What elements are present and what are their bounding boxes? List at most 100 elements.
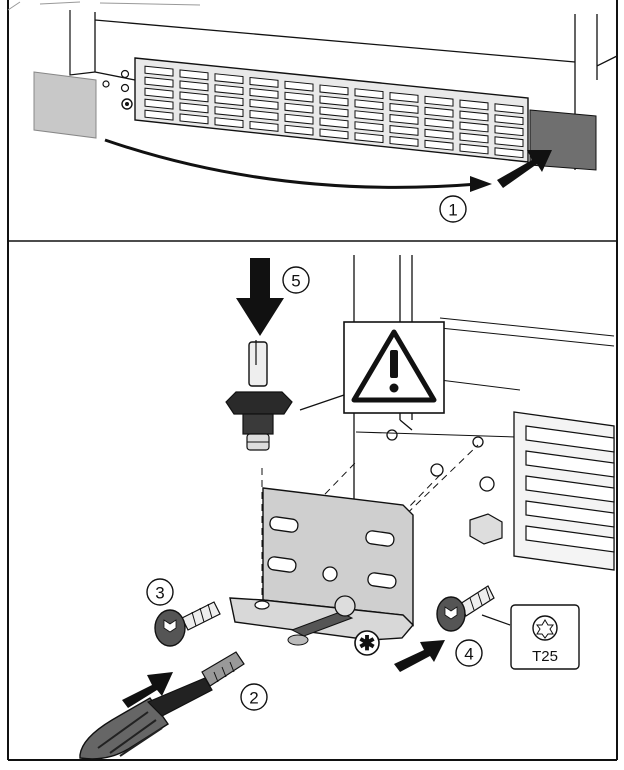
grille-slot bbox=[179, 69, 209, 81]
grille-slot bbox=[249, 109, 279, 121]
grille-slot bbox=[424, 106, 454, 118]
grille-slot bbox=[319, 106, 349, 118]
special-marker: ✱ bbox=[354, 630, 380, 656]
push-arrow-icon bbox=[122, 672, 173, 708]
grille-slot bbox=[494, 125, 524, 137]
torx-recess-icon bbox=[163, 619, 177, 633]
figure-frame bbox=[7, 0, 618, 761]
grille-slots bbox=[144, 65, 524, 159]
grille-slot bbox=[214, 95, 244, 107]
screw-thread bbox=[191, 603, 213, 627]
grille-slot bbox=[284, 91, 314, 103]
grille-slot bbox=[354, 121, 384, 133]
grille-slot bbox=[179, 102, 209, 114]
badge-circle bbox=[282, 266, 310, 294]
grille-slot bbox=[284, 113, 314, 125]
marker-circle bbox=[354, 630, 380, 656]
grille-slot bbox=[144, 87, 174, 99]
appliance-edge-lines bbox=[439, 317, 615, 391]
hole-icon bbox=[120, 83, 130, 93]
appliance-side-edge bbox=[69, 10, 96, 76]
step-number: 5 bbox=[291, 272, 300, 291]
slot-hole bbox=[269, 516, 299, 533]
foot-nut-icon bbox=[469, 513, 503, 545]
grille-slot bbox=[525, 500, 615, 528]
grille-slot bbox=[214, 117, 244, 129]
hole-icon bbox=[479, 476, 495, 492]
grille-slot bbox=[494, 114, 524, 126]
grille-slot bbox=[179, 113, 209, 125]
hinge-pin bbox=[225, 340, 293, 451]
grille-slot bbox=[214, 106, 244, 118]
grille-slot bbox=[424, 117, 454, 129]
grille-slot bbox=[249, 87, 279, 99]
grille-slot bbox=[389, 91, 419, 103]
screwdriver bbox=[79, 651, 245, 760]
grille-slot bbox=[459, 99, 489, 111]
grille-slot bbox=[214, 84, 244, 96]
motion-arrow-curve bbox=[104, 138, 479, 189]
grille-slot bbox=[525, 475, 615, 503]
motion-arrow-head bbox=[470, 176, 492, 192]
grille-slot bbox=[284, 102, 314, 114]
push-arrow-icon bbox=[394, 640, 445, 672]
screw-thread bbox=[469, 587, 491, 611]
grille-slot bbox=[525, 450, 615, 478]
pin-hole bbox=[254, 600, 270, 610]
grille-slot bbox=[494, 136, 524, 148]
badge-circle bbox=[146, 578, 174, 606]
top-panel: 1 bbox=[33, 10, 618, 223]
step-number: 2 bbox=[249, 689, 258, 708]
pin-body bbox=[242, 413, 274, 435]
grille-slot bbox=[249, 120, 279, 132]
grille-slot bbox=[179, 91, 209, 103]
grille-slot bbox=[389, 135, 419, 147]
exclamation-bar bbox=[390, 350, 398, 378]
step-number: 4 bbox=[464, 645, 473, 664]
tool-callout: T25 bbox=[510, 604, 580, 670]
screw-shank bbox=[181, 601, 221, 631]
step-number: 1 bbox=[448, 201, 457, 220]
grille-slot bbox=[144, 109, 174, 121]
screw-3 bbox=[154, 601, 221, 647]
grille-slot bbox=[144, 98, 174, 110]
warning-callout bbox=[299, 321, 445, 414]
grille-slot bbox=[494, 103, 524, 115]
cropped-top-artifact bbox=[7, 1, 201, 11]
cover-panel-removed bbox=[33, 71, 97, 139]
screw-thread bbox=[213, 661, 235, 683]
grille-slot bbox=[354, 88, 384, 100]
badge-circle bbox=[455, 639, 483, 667]
pin-shaft bbox=[248, 341, 268, 387]
exclamation-dot bbox=[389, 383, 399, 393]
hole-icon bbox=[472, 436, 484, 448]
callout-leader bbox=[299, 394, 345, 411]
grille-slot bbox=[354, 99, 384, 111]
step-badge-2: 2 bbox=[240, 683, 268, 711]
torx-star bbox=[536, 619, 554, 639]
grille-slot bbox=[319, 128, 349, 140]
grille-slot bbox=[424, 95, 454, 107]
hole-icon bbox=[120, 69, 130, 79]
step-number: 3 bbox=[155, 584, 164, 603]
lever-bolt bbox=[334, 595, 356, 617]
down-arrow-icon bbox=[236, 258, 284, 336]
hole-icon bbox=[102, 80, 110, 88]
screw-head-icon bbox=[125, 102, 129, 106]
grille-slot bbox=[249, 76, 279, 88]
grille-slot bbox=[284, 124, 314, 136]
slot-hole bbox=[367, 572, 397, 589]
bracket-foot bbox=[287, 634, 309, 646]
hole-icon bbox=[430, 463, 444, 477]
grille-slot bbox=[525, 525, 615, 553]
tool-label: T25 bbox=[532, 648, 558, 665]
handle-grip-lines bbox=[97, 711, 163, 757]
appliance-body-outline bbox=[94, 12, 618, 170]
grille-slot bbox=[459, 143, 489, 155]
pin-collar bbox=[225, 391, 293, 415]
slot-hole bbox=[365, 530, 395, 547]
step-badge-5: 5 bbox=[282, 266, 310, 294]
grille-slot bbox=[389, 102, 419, 114]
